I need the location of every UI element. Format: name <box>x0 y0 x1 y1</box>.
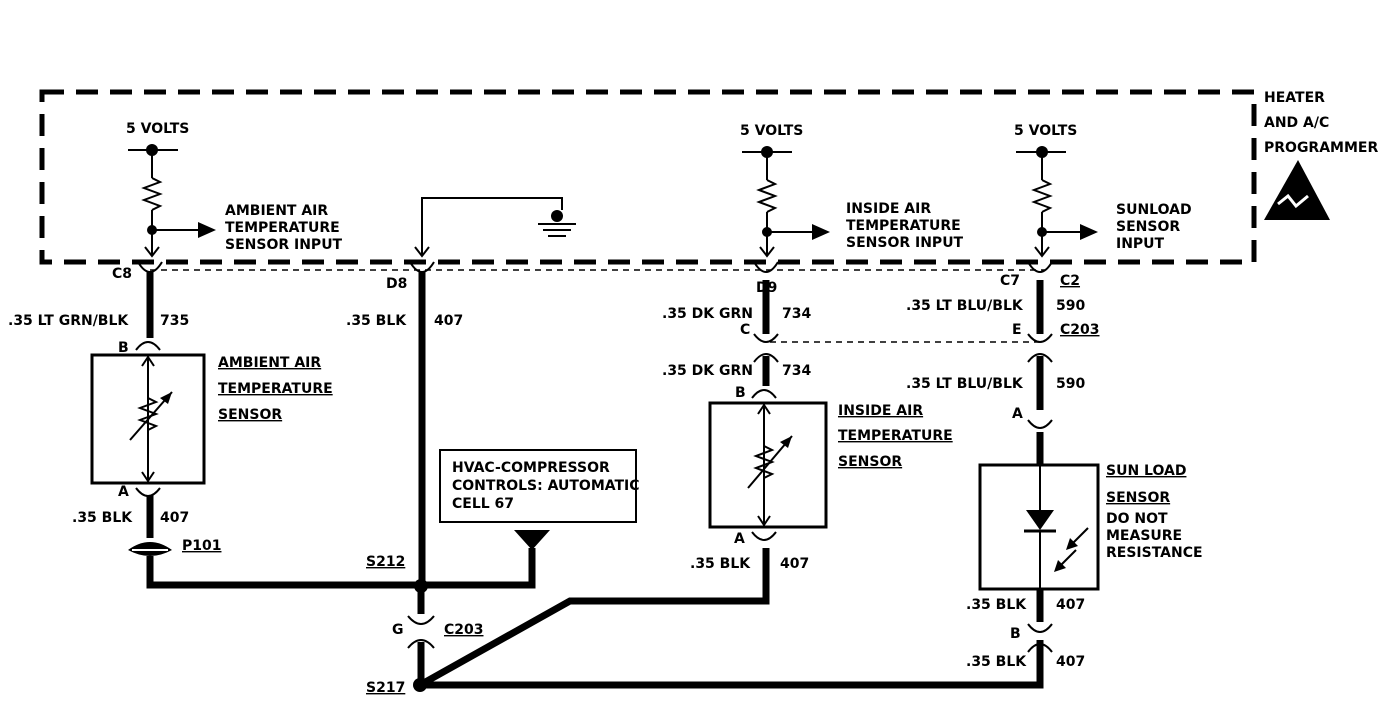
sunload-circuit-top: 590 <box>1056 298 1085 314</box>
ambient-sensor-top-pin: B <box>118 340 129 356</box>
inside-volts-label: 5 VOLTS <box>740 123 803 139</box>
inside-sensor-bottom-pin: A <box>734 531 745 547</box>
sunload-wire-bottom2: .35 BLK <box>966 654 1027 670</box>
inside-sensor-line-1: INSIDE AIR <box>838 403 923 419</box>
inside-sensor-line-2: TEMPERATURE <box>838 428 953 444</box>
inside-d9-connector <box>753 261 779 273</box>
inside-thermistor-icon <box>753 445 775 479</box>
sunload-volts-label: 5 VOLTS <box>1014 123 1077 139</box>
inside-input-arrow-icon <box>812 224 830 240</box>
ground-circuit: 407 <box>434 313 463 329</box>
hvac-note-line-3: CELL 67 <box>452 496 514 512</box>
sunload-wire-mid: .35 LT BLU/BLK <box>906 376 1024 392</box>
inside-circuit-bottom: 407 <box>780 556 809 572</box>
sunload-input-arrow-icon <box>1080 224 1098 240</box>
ambient-sensor-line-3: SENSOR <box>218 407 282 423</box>
ambient-circuit-top: 735 <box>160 313 189 329</box>
sunload-wire-top: .35 LT BLU/BLK <box>906 298 1024 314</box>
ambient-volts-label: 5 VOLTS <box>126 121 189 137</box>
sunload-input-line-1: SUNLOAD <box>1116 202 1192 218</box>
inside-input-line-3: SENSOR INPUT <box>846 235 964 251</box>
sunload-sensor-top-pin: A <box>1012 406 1023 422</box>
hvac-note-box <box>439 449 637 523</box>
hvac-note-line-2: CONTROLS: AUTOMATIC <box>452 478 640 494</box>
ambient-wire-top: .35 LT GRN/BLK <box>8 313 129 329</box>
inside-wire-bottom: .35 BLK <box>690 556 751 572</box>
photodiode-icon <box>1024 510 1089 572</box>
ambient-circuit-bottom: 407 <box>160 510 189 526</box>
ambient-pullup-resistor-icon <box>141 177 163 211</box>
ambient-thermistor-icon <box>137 397 159 431</box>
sunload-input-line-2: SENSOR <box>1116 219 1180 235</box>
sunload-c7-connector <box>1027 261 1053 273</box>
sunload-circuit-mid: 590 <box>1056 376 1085 392</box>
ambient-input-arrow-icon <box>198 222 216 238</box>
inside-wire-top: .35 DK GRN <box>662 306 753 322</box>
hvac-note-line-1: HVAC-COMPRESSOR <box>452 460 610 476</box>
programmer-name-1: HEATER <box>1264 90 1325 106</box>
inside-input-line-1: INSIDE AIR <box>846 201 931 217</box>
sunload-circuit-bottom2: 407 <box>1056 654 1085 670</box>
ambient-sensor-line-1: AMBIENT AIR <box>218 355 321 371</box>
ground-pin: D8 <box>386 276 407 292</box>
esd-warning-icon <box>1264 160 1330 220</box>
programmer-name-3: PROGRAMMER <box>1264 140 1378 156</box>
inside-wire-mid: .35 DK GRN <box>662 363 753 379</box>
ambient-input-line-1: AMBIENT AIR <box>225 203 328 219</box>
p101-connector-icon <box>128 542 172 556</box>
inside-sensor-box <box>708 401 828 529</box>
sunload-sensor-line-2: SENSOR <box>1106 490 1170 506</box>
ambient-sensor-line-2: TEMPERATURE <box>218 381 333 397</box>
sunload-conn-name: C203 <box>1060 322 1100 338</box>
sunload-pullup-resistor-icon <box>1031 179 1053 213</box>
inside-conn-pin: C <box>740 322 750 338</box>
ground-connector-pin: G <box>392 622 404 638</box>
sunload-input-line-3: INPUT <box>1116 236 1165 252</box>
inside-circuit-mid: 734 <box>782 363 811 379</box>
ambient-connector: P101 <box>182 538 221 554</box>
sunload-warning-line-2: MEASURE <box>1106 528 1182 544</box>
sunload-pin: C7 <box>1000 273 1020 289</box>
inside-sensor-top-pin: B <box>735 385 746 401</box>
sunload-sensor-bottom-pin: B <box>1010 626 1021 642</box>
hvac-ref-arrow-icon <box>514 530 550 550</box>
ground-splice-top: S212 <box>366 554 405 570</box>
ambient-input-line-2: TEMPERATURE <box>225 220 340 236</box>
ambient-sensor-bottom-pin: A <box>118 484 129 500</box>
inside-circuit-top: 734 <box>782 306 811 322</box>
programmer-boundary <box>39 89 1257 265</box>
ground-connector: C203 <box>444 622 484 638</box>
inside-sensor-line-3: SENSOR <box>838 454 902 470</box>
ambient-input-line-3: SENSOR INPUT <box>225 237 343 253</box>
sunload-circuit-bottom1: 407 <box>1056 597 1085 613</box>
sunload-wire-bottom1: .35 BLK <box>966 597 1027 613</box>
programmer-name-2: AND A/C <box>1264 115 1329 131</box>
ground-icon <box>538 223 576 237</box>
ground-splice-bottom: S217 <box>366 680 405 696</box>
inside-input-line-2: TEMPERATURE <box>846 218 961 234</box>
ambient-wire-bottom: .35 BLK <box>72 510 133 526</box>
ambient-pin: C8 <box>112 266 132 282</box>
sunload-warning-line-1: DO NOT <box>1106 511 1168 527</box>
sunload-connector: C2 <box>1060 273 1080 289</box>
sunload-sensor-line-1: SUN LOAD <box>1106 463 1186 479</box>
sunload-conn-pin: E <box>1012 322 1022 338</box>
inside-pullup-resistor-icon <box>756 179 778 213</box>
ground-wire: .35 BLK <box>346 313 407 329</box>
sunload-warning-line-3: RESISTANCE <box>1106 545 1203 561</box>
